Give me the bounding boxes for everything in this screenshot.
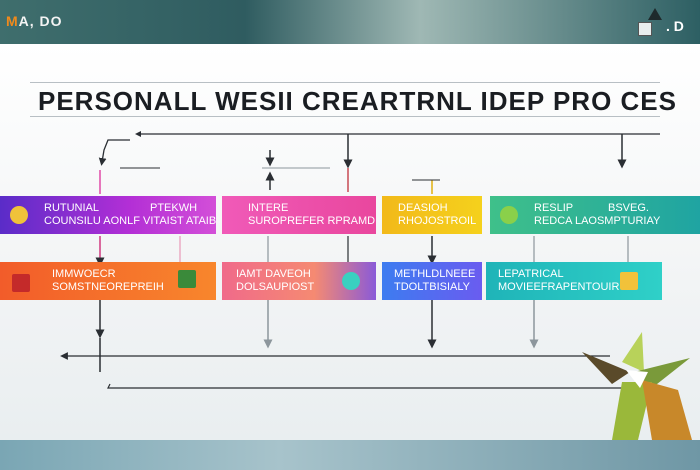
diagram-board xyxy=(0,44,700,440)
box-green-line3: BSVEG. xyxy=(608,202,649,214)
diagram-title: PERSONALL WESII CREАRTRNL IDEP PRO CES xyxy=(38,86,677,116)
decorative-flower-icon xyxy=(582,332,692,440)
globe-icon xyxy=(342,272,360,290)
note-icon xyxy=(178,270,196,288)
brush-icon xyxy=(10,206,28,224)
warning-icon[interactable] xyxy=(648,8,662,20)
box-pink-line2: SUROPREFER RPRAMD xyxy=(248,215,376,227)
box-yellow-line1: DEASIOH xyxy=(398,202,448,214)
chart-icon xyxy=(12,274,30,292)
step-box-orange[interactable]: IMMWOECR SOMSTNEOREPREIH xyxy=(0,262,216,300)
step-box-rose[interactable]: IAMT DAVEOH DOLSAUPIOST xyxy=(222,262,376,300)
box-pink-line1: INTERE xyxy=(248,202,289,214)
purple-entry-connector xyxy=(98,139,130,166)
box-rose-line1: IAMT DAVEOH xyxy=(236,268,311,280)
window-icon[interactable] xyxy=(638,22,652,36)
step-box-pink[interactable]: INTERE SUROPREFER RPRAMD xyxy=(222,196,376,234)
title-rule-bottom xyxy=(30,116,660,117)
box-orange-line2: SOMSTNEOREPREIH xyxy=(52,281,164,293)
step-box-yellow[interactable]: DEASIOH RHOJOSTROIL xyxy=(382,196,482,234)
top-mark-text: . D xyxy=(666,18,684,34)
box-rose-line2: DOLSAUPIOST xyxy=(236,281,315,293)
box-blue-line1: METHLDLNEEE xyxy=(394,268,476,280)
box-purple-line2: COUNSILU AONLF VITAIST ATAIB xyxy=(44,215,216,227)
leaf-icon xyxy=(500,206,518,224)
box-yellow-line2: RHOJOSTROIL xyxy=(398,215,477,227)
box-teal-line1: LEPATRICAL xyxy=(498,268,564,280)
box-green-line1: RESLIP xyxy=(534,202,574,214)
step-box-green[interactable]: RESLIP REDCA LAOSMPTURIAY BSVEG. xyxy=(490,196,700,234)
step-box-teal[interactable]: LEPATRICAL MOVIEEFRAPENTOUIR xyxy=(486,262,662,300)
box-purple-line1: RUTUNIAL xyxy=(44,202,100,214)
box-orange-line1: IMMWOECR xyxy=(52,268,116,280)
box-green-line2: REDCA LAOSMPTURIAY xyxy=(534,215,661,227)
box-purple-line3: PTEKWH xyxy=(150,202,198,214)
brand-first-letter: M xyxy=(6,13,19,29)
brand-name: A, DO xyxy=(18,13,63,29)
box-teal-line2: MOVIEEFRAPENTOUIR xyxy=(498,281,620,293)
title-rule-top xyxy=(30,82,660,83)
brand-logo[interactable]: MA, DO xyxy=(6,13,63,29)
top-bar: MA, DO . D xyxy=(0,0,700,44)
step-box-purple[interactable]: RUTUNIAL COUNSILU AONLF VITAIST ATAIB PT… xyxy=(0,196,216,234)
step-box-blue[interactable]: METHLDLNEEE TDOLTBISIALY xyxy=(382,262,482,300)
bottom-connector xyxy=(107,383,660,389)
footer-bar xyxy=(0,440,700,470)
box-blue-line2: TDOLTBISIALY xyxy=(394,281,471,293)
flag-icon xyxy=(620,272,638,290)
